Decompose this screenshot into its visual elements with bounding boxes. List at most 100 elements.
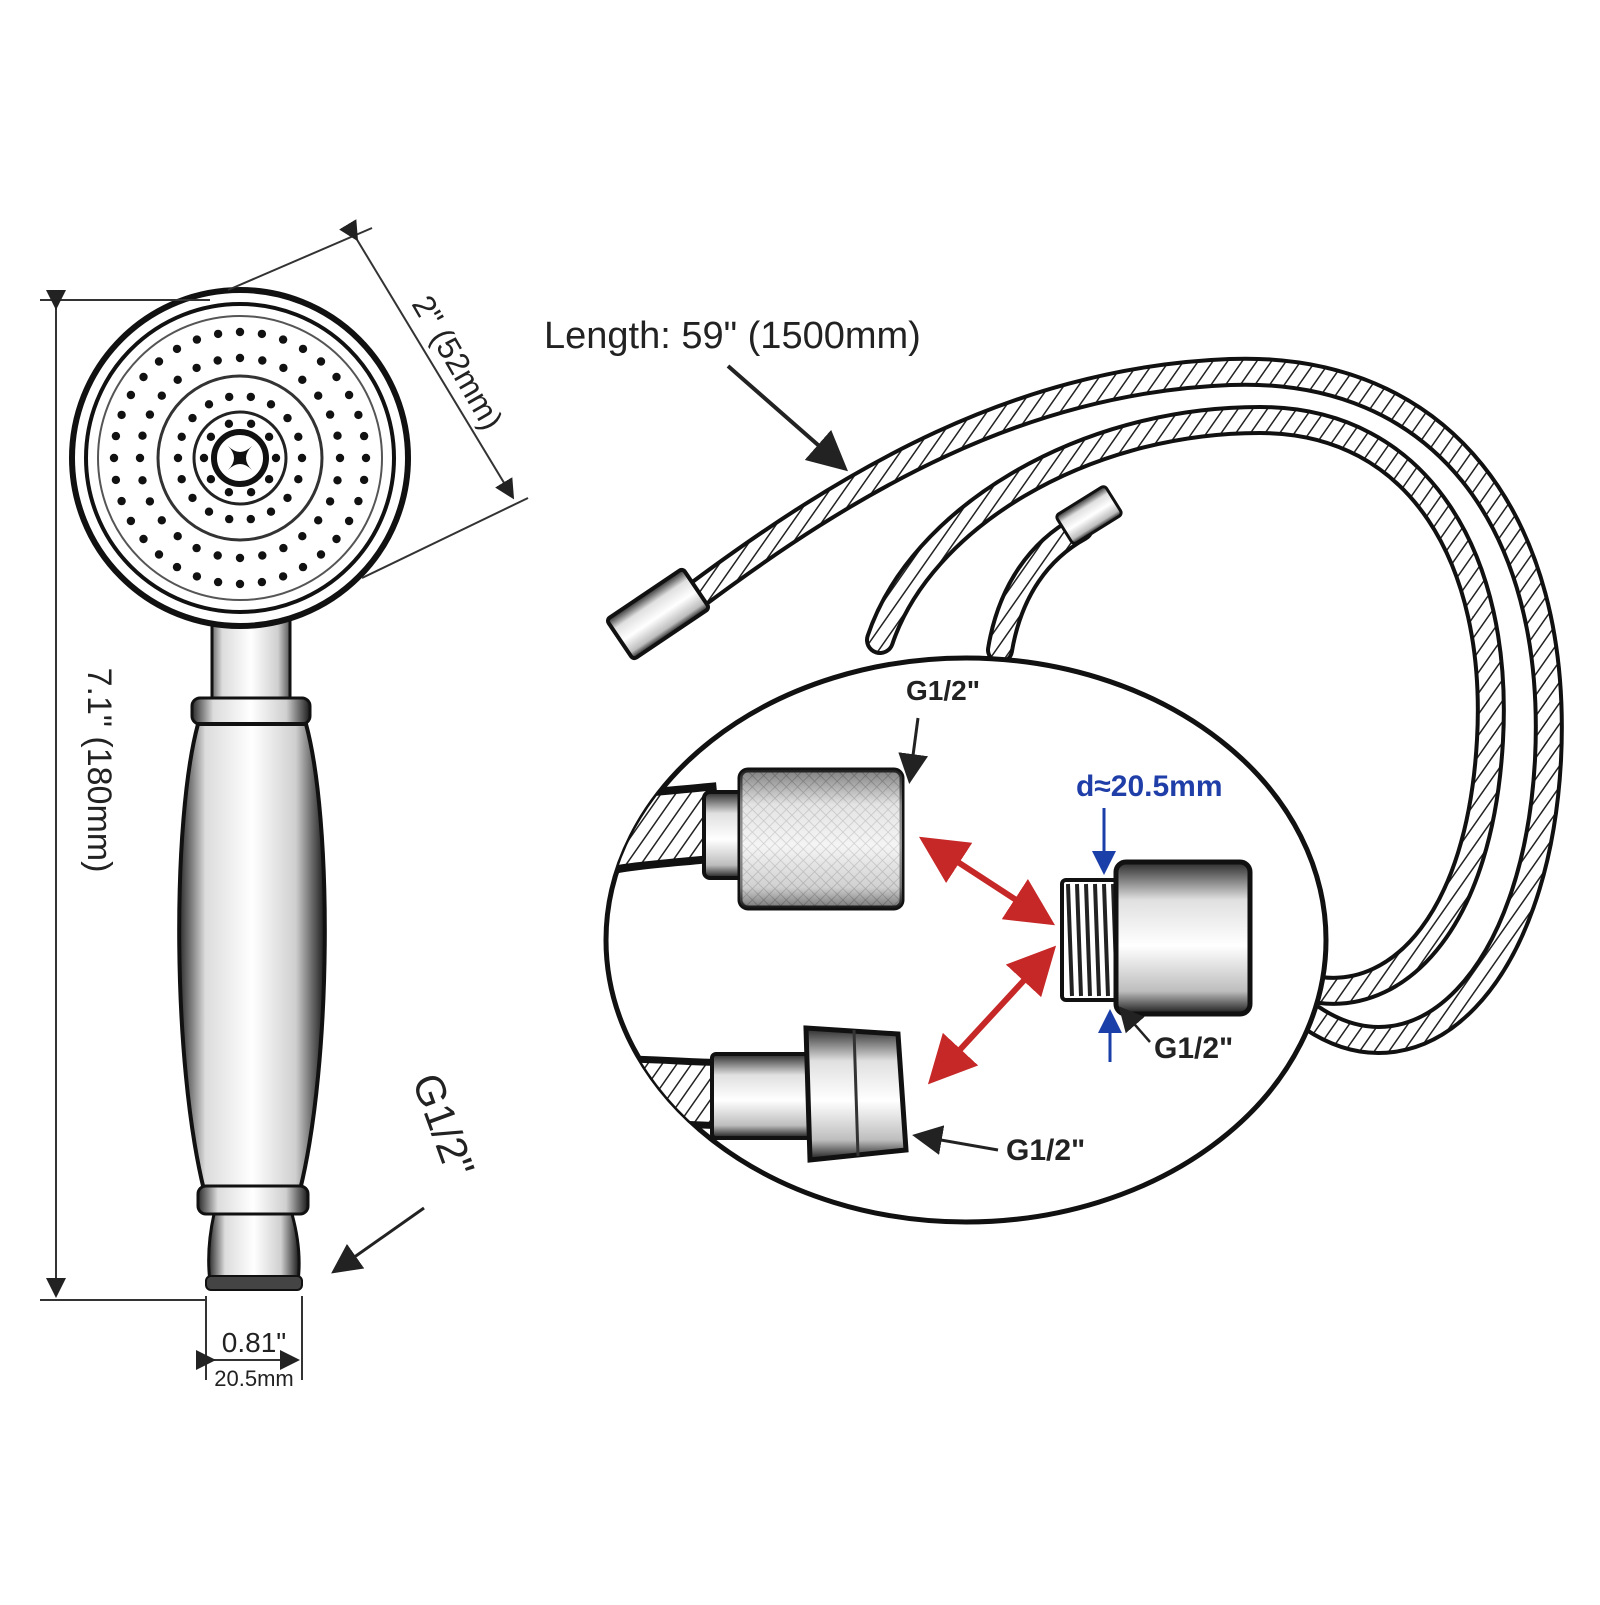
nozzle-dot	[111, 475, 121, 485]
nozzle-dot	[225, 514, 234, 524]
nozzle-dot	[188, 413, 197, 423]
nozzle-dot	[157, 516, 166, 525]
nozzle-dot	[139, 534, 148, 544]
nozzle-dot	[172, 344, 182, 354]
nozzle-dot	[177, 475, 186, 484]
nozzle-dot	[126, 516, 136, 526]
nozzle-dot	[173, 453, 183, 463]
nozzle-dot	[344, 516, 354, 526]
nozzle-dot	[298, 344, 308, 354]
thread-line	[1084, 883, 1092, 997]
hose-icon	[605, 356, 1564, 1055]
thread-line	[1093, 883, 1101, 997]
nozzle-dot	[157, 391, 166, 400]
thread-label: G1/2"	[403, 1067, 483, 1183]
nozzle-dot	[361, 453, 371, 463]
nozzle-dot	[173, 375, 182, 384]
thread-line	[1075, 883, 1083, 997]
nozzle-dot	[199, 453, 209, 463]
nozzle-dot	[294, 432, 303, 441]
nozzle-dot	[271, 453, 281, 463]
nozzle-dot	[138, 476, 147, 485]
nozzle-dot	[204, 507, 214, 516]
nozzle-dot	[298, 562, 308, 572]
shower-head-icon	[69, 287, 411, 1291]
nozzle-dot	[154, 550, 164, 559]
nozzle-dot	[333, 431, 342, 440]
nozzle-dot	[213, 551, 222, 560]
nozzle-dot	[257, 329, 267, 339]
nozzle-dot	[213, 577, 223, 587]
diameter-label: d≈20.5mm	[1076, 770, 1223, 803]
top-nut-label: G1/2"	[906, 675, 980, 706]
nozzle-dot	[235, 579, 245, 589]
base-width-dimension: 0.81" 20.5mm	[196, 1296, 303, 1391]
thread-line	[1102, 883, 1110, 997]
shower-nozzles	[109, 327, 371, 589]
nozzle-dot	[213, 329, 223, 339]
nozzle-dot	[154, 357, 164, 366]
connect-arrow-top	[918, 836, 1056, 926]
nozzle-dot	[192, 335, 202, 344]
nozzle-dot	[298, 532, 307, 541]
nozzle-dot	[235, 353, 245, 363]
nozzle-dot	[279, 543, 288, 553]
nozzle-dot	[109, 453, 119, 463]
nozzle-dot	[335, 453, 345, 463]
nozzle-dot	[172, 562, 182, 572]
connector-detail: G1/2" d≈20.5mm G1/2" G1/2"	[603, 655, 1329, 1225]
base-width-in-label: 0.81"	[222, 1327, 286, 1358]
nozzle-dot	[188, 493, 197, 503]
nozzle-dot	[333, 476, 342, 485]
hose-length-label: Length: 59" (1500mm)	[544, 315, 921, 357]
hose-length-callout: Length: 59" (1500mm)	[544, 315, 921, 472]
nozzle-dot	[264, 475, 274, 484]
nozzle-dot	[173, 532, 182, 541]
nozzle-dot	[278, 335, 288, 344]
nozzle-dot	[206, 432, 216, 441]
nozzle-dot	[294, 475, 303, 484]
nozzle-dot	[257, 577, 267, 587]
nozzle-dot	[314, 516, 323, 525]
nozzle-dot	[316, 357, 326, 366]
nozzle-dot	[266, 400, 276, 409]
nozzle-dot	[344, 390, 354, 400]
nozzle-dot	[246, 419, 256, 428]
nozzle-dot	[264, 432, 274, 441]
nozzle-dot	[246, 392, 255, 402]
nozzle-dot	[298, 375, 307, 384]
nozzle-dot	[235, 327, 245, 337]
nozzle-dot	[192, 572, 202, 581]
nozzle-dot	[213, 356, 222, 365]
nozzle-dot	[297, 453, 307, 463]
nozzle-dot	[332, 372, 341, 382]
nozzle-dot	[224, 419, 234, 428]
adapter-icon	[1060, 859, 1253, 1017]
nozzle-dot	[117, 410, 126, 420]
base-width-mm-label: 20.5mm	[214, 1366, 293, 1391]
nozzle-dot	[258, 356, 267, 365]
nozzle-dot	[246, 514, 255, 524]
nozzle-dot	[145, 410, 155, 419]
head-diameter-label: 2" (52mm)	[405, 289, 510, 435]
nozzle-dot	[332, 534, 341, 544]
nozzle-dot	[314, 391, 323, 400]
nozzle-dot	[278, 572, 288, 581]
nozzle-dot	[359, 431, 369, 441]
nozzle-dot	[283, 413, 292, 423]
adapter-label: G1/2"	[1154, 1032, 1233, 1065]
bottom-nut-label: G1/2"	[1006, 1134, 1085, 1167]
nozzle-dot	[145, 497, 155, 506]
nozzle-dot	[258, 551, 267, 560]
nozzle-dot	[359, 475, 369, 485]
nozzle-dot	[192, 363, 201, 373]
nozzle-dot	[126, 390, 136, 400]
nozzle-dot	[283, 493, 292, 503]
nozzle-dot	[192, 543, 201, 553]
nozzle-dot	[246, 488, 256, 497]
nozzle-dot	[354, 496, 363, 506]
nozzle-dot	[204, 400, 214, 409]
thread-line	[1066, 883, 1074, 997]
